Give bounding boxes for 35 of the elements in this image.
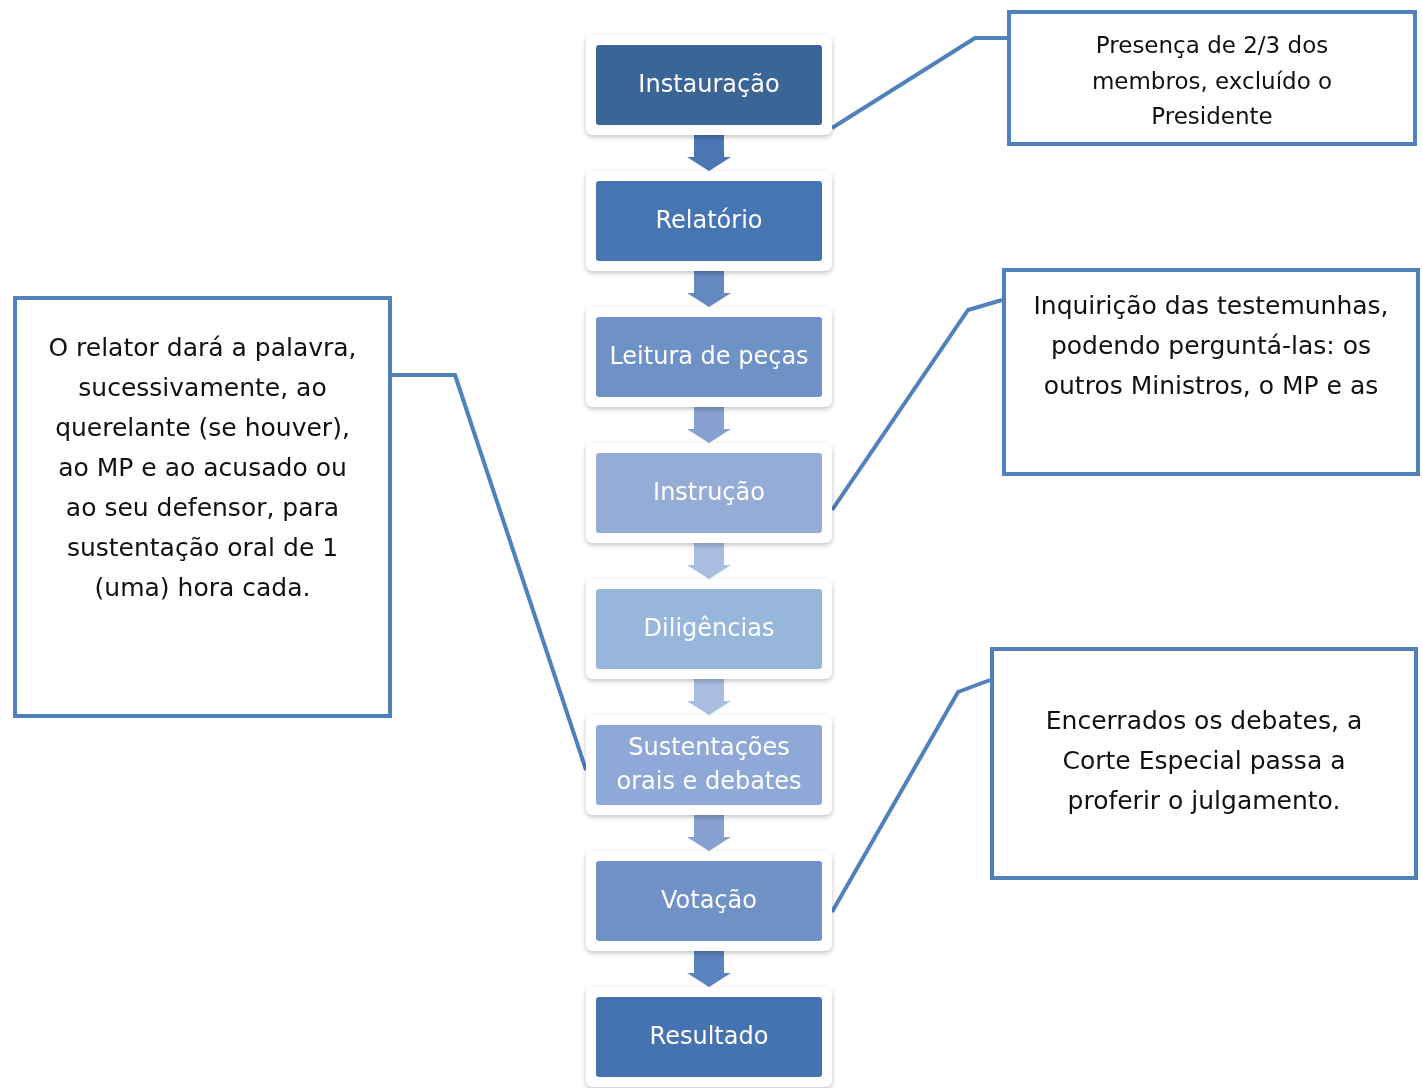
process-box bbox=[596, 861, 822, 941]
callout-box bbox=[1007, 10, 1417, 146]
block-arrow bbox=[687, 135, 731, 171]
callout-text: Inquirição das testemunhas, podendo perguntá-las: os outros Ministros, o MP e as bbox=[1032, 290, 1390, 402]
leader-line bbox=[830, 36, 1007, 130]
process-box bbox=[596, 317, 822, 397]
step-label: Leitura de peças bbox=[608, 341, 810, 373]
process-box bbox=[596, 181, 822, 261]
callout-text: O relator dará a palavra, sucessivamente, ao querelante (se houver), ao MP e ao acusado ou ao seu defensor, para sustentação oral de 1 (uma) hora cada. bbox=[47, 332, 358, 604]
block-arrow bbox=[687, 543, 731, 579]
leader-line bbox=[830, 678, 991, 913]
step-label: Sustentações orais e debates bbox=[615, 732, 803, 797]
block-arrow bbox=[687, 407, 731, 443]
process-box bbox=[596, 45, 822, 125]
process-box bbox=[596, 997, 822, 1077]
leader-line bbox=[830, 298, 1003, 512]
callout-box bbox=[990, 647, 1418, 880]
step-label: Diligências bbox=[642, 613, 776, 645]
process-box bbox=[596, 589, 822, 669]
block-arrow bbox=[687, 815, 731, 851]
callout-box bbox=[13, 296, 392, 718]
process-box bbox=[596, 725, 822, 805]
step-label: Relatório bbox=[654, 205, 764, 237]
leader-line bbox=[392, 373, 588, 771]
step-label: Instauração bbox=[637, 69, 781, 101]
step-label: Resultado bbox=[648, 1021, 770, 1053]
step-label: Votação bbox=[660, 885, 758, 917]
callout-text: Presença de 2/3 dos membros, excluído o Presidente bbox=[1090, 31, 1334, 132]
step-label: Instrução bbox=[652, 477, 766, 509]
block-arrow bbox=[687, 271, 731, 307]
process-box bbox=[596, 453, 822, 533]
block-arrow bbox=[687, 679, 731, 715]
block-arrow bbox=[687, 951, 731, 987]
callout-text: Encerrados os debates, a Corte Especial passa a proferir o julgamento. bbox=[1044, 705, 1364, 817]
callout-box bbox=[1002, 268, 1420, 476]
